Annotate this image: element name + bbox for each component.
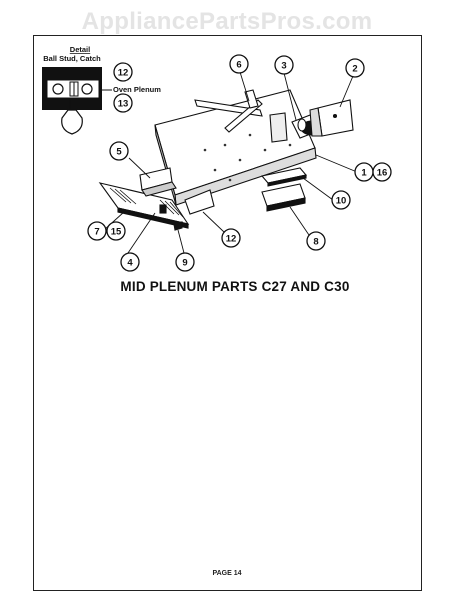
callout-8: 8 — [306, 231, 326, 251]
screw-part — [173, 221, 183, 231]
catch-left — [52, 83, 64, 95]
catch-right — [81, 83, 93, 95]
svg-text:3: 3 — [281, 61, 286, 72]
watermark: AppliancePartsPros.com — [81, 8, 373, 35]
svg-text:7: 7 — [94, 227, 99, 238]
diagram-title: MID PLENUM PARTS C27 AND C30 — [120, 279, 350, 294]
callout-15: 15 — [106, 221, 126, 241]
plenum-assembly — [98, 89, 354, 231]
detail-oven-plenum-label: Oven Plenum — [113, 85, 161, 94]
callout-3: 3 — [274, 55, 294, 75]
callout-13: 13 — [113, 93, 133, 113]
callout-10: 10 — [331, 190, 351, 210]
detail-title: Detail — [70, 45, 90, 54]
stud-bulb — [61, 109, 83, 135]
leader-lines — [69, 71, 358, 254]
callout-12: 12 — [221, 228, 241, 248]
catch-part — [159, 204, 167, 214]
callout-4: 4 — [120, 252, 140, 272]
page-frame — [33, 35, 422, 591]
svg-text:6: 6 — [236, 60, 241, 71]
callout-14: 12 — [113, 62, 133, 82]
callout-7: 7 — [87, 221, 107, 241]
detail-subtitle: Ball Stud, Catch — [43, 54, 101, 63]
svg-text:15: 15 — [111, 227, 122, 238]
page-number: PAGE 14 — [212, 570, 242, 577]
svg-text:10: 10 — [336, 196, 347, 207]
svg-text:4: 4 — [127, 258, 133, 269]
callout-2: 2 — [345, 58, 365, 78]
svg-text:13: 13 — [118, 99, 129, 110]
svg-text:1: 1 — [361, 168, 367, 179]
svg-text:5: 5 — [116, 147, 122, 158]
callout-9: 9 — [175, 252, 195, 272]
channel-bracket — [224, 99, 263, 133]
callout-6: 6 — [229, 54, 249, 74]
callout-1: 1 — [354, 162, 374, 182]
svg-text:9: 9 — [182, 258, 187, 269]
svg-text:12: 12 — [226, 234, 237, 245]
callout-5: 5 — [109, 141, 129, 161]
detail-inset: Detail Ball Stud, Catch Oven Plenum — [42, 45, 161, 135]
motor-bracket — [317, 99, 354, 137]
callout-16: 16 — [372, 162, 392, 182]
svg-text:2: 2 — [352, 64, 357, 75]
svg-text:12: 12 — [118, 68, 129, 79]
mounting-clip — [184, 189, 215, 215]
callouts: 12 13 6 3 2 5 1 16 10 12 8 7 15 4 9 — [87, 54, 392, 272]
svg-text:16: 16 — [377, 168, 388, 179]
svg-text:8: 8 — [313, 237, 318, 248]
